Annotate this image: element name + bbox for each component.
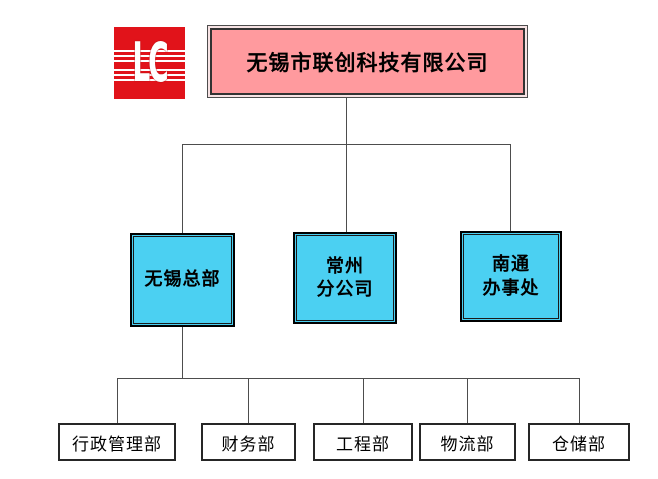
org-node-engineering-dept: 工程部 (313, 423, 413, 461)
logo-stripe (114, 74, 185, 76)
connector-drop-finance-dept (248, 378, 249, 423)
connector-dept-rail (117, 378, 579, 379)
connector-root-feeder (346, 98, 347, 144)
org-node-finance-dept: 财务部 (201, 423, 296, 461)
org-node-company-root-label: 无锡市联创科技有限公司 (210, 28, 525, 95)
logo-stripe (114, 55, 185, 57)
org-node-logistics-dept: 物流部 (419, 423, 516, 461)
connector-drop-warehouse-dept (579, 378, 580, 423)
connector-hq-feeder (182, 327, 183, 378)
connector-drop-changzhou (346, 144, 347, 232)
company-logo: LC (114, 27, 185, 99)
org-node-nantong-office-label: 南通 办事处 (463, 234, 559, 319)
connector-drop-logistics-dept (467, 378, 468, 423)
logo-stripe (114, 50, 185, 52)
logo-stripe (114, 60, 185, 62)
org-node-nantong-office: 南通 办事处 (460, 231, 562, 322)
connector-drop-wuxi-hq (182, 144, 183, 233)
logo-text: LC (132, 31, 168, 94)
connector-drop-nantong (510, 144, 511, 231)
connector-drop-engineering-dept (363, 378, 364, 423)
connector-drop-admin-dept (117, 378, 118, 423)
org-node-changzhou-branch-label: 常州 分公司 (296, 235, 394, 321)
org-node-changzhou-branch: 常州 分公司 (293, 232, 397, 324)
org-node-wuxi-hq: 无锡总部 (130, 233, 235, 327)
org-node-company-root: 无锡市联创科技有限公司 (207, 25, 528, 98)
org-node-warehouse-dept: 仓储部 (528, 423, 630, 461)
org-node-admin-dept: 行政管理部 (58, 423, 176, 461)
logo-stripe (114, 69, 185, 71)
logo-stripe (114, 79, 185, 81)
org-node-wuxi-hq-label: 无锡总部 (133, 236, 232, 324)
